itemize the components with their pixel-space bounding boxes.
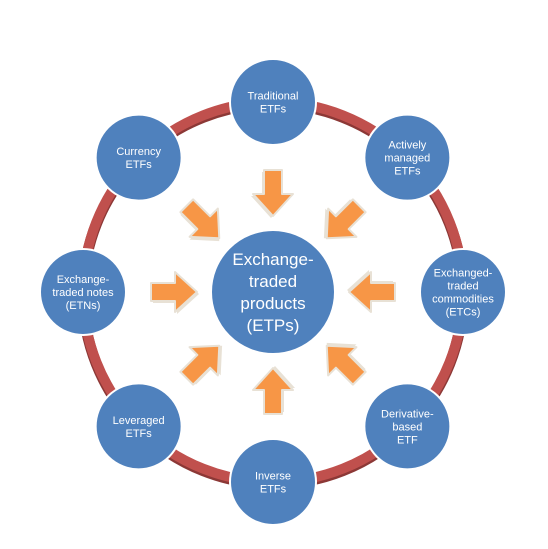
node-label-line: ETFs (260, 484, 287, 496)
node-label-line: Inverse (255, 471, 291, 483)
node-label-line: Derivative- (381, 408, 434, 420)
node-label-line: Traditional (248, 91, 299, 103)
node-label-line: ETFs (260, 104, 287, 116)
node-label-line: Currency (116, 146, 161, 158)
node-label-line: Exchanged- (434, 268, 493, 280)
node-exchange-traded-notes: Exchange-traded notes(ETNs) (39, 248, 127, 336)
center-circle (210, 229, 336, 355)
center-node: Exchange-traded products (ETPs) (210, 229, 336, 355)
node-circle (229, 58, 317, 146)
node-circle (419, 248, 507, 336)
node-circle (94, 113, 183, 202)
node-label-line: commodities (432, 294, 494, 306)
node-label-line: ETF (397, 434, 418, 446)
node-label-line: Leveraged (113, 415, 165, 427)
center-label-line: (ETPs) (247, 316, 300, 335)
arrow-traditional-etfs (251, 169, 294, 218)
arrow-actively-managed-etfs (323, 198, 367, 240)
node-label-line: traded notes (52, 287, 114, 299)
arrow-leveraged-etfs (179, 344, 223, 386)
node-circle (39, 248, 127, 336)
node-label-line: (ETNs) (66, 300, 101, 312)
center-label-line: traded (249, 272, 297, 291)
node-circle (363, 382, 452, 471)
node-label-line: based (392, 421, 422, 433)
node-label-line: (ETCs) (446, 307, 481, 319)
arrow-currency-etfs (179, 198, 221, 242)
arrow-exchange-traded-notes (150, 271, 199, 314)
node-label-line: Exchange- (57, 274, 110, 286)
node-label-line: managed (384, 153, 430, 165)
center-etps: Exchange-traded products (ETPs) (210, 229, 336, 355)
center-label-line: Exchange- (232, 250, 313, 269)
node-label-line: traded (447, 281, 478, 293)
outer-nodes: TraditionalETFsActivelymanagedETFsExchan… (39, 58, 507, 526)
node-label-line: ETFs (126, 159, 153, 171)
node-circle (229, 438, 317, 526)
node-label-line: ETFs (394, 166, 421, 178)
center-label-line: products (240, 294, 305, 313)
node-label-line: Actively (388, 140, 426, 152)
node-circle (94, 382, 183, 471)
node-label-line: ETFs (126, 428, 153, 440)
inward-arrows (150, 169, 396, 415)
arrow-derivative-based-etf (325, 342, 367, 386)
node-circle (363, 113, 452, 202)
arrow-inverse-etfs (252, 366, 295, 415)
arrow-exchanged-traded-commodities (347, 270, 396, 313)
